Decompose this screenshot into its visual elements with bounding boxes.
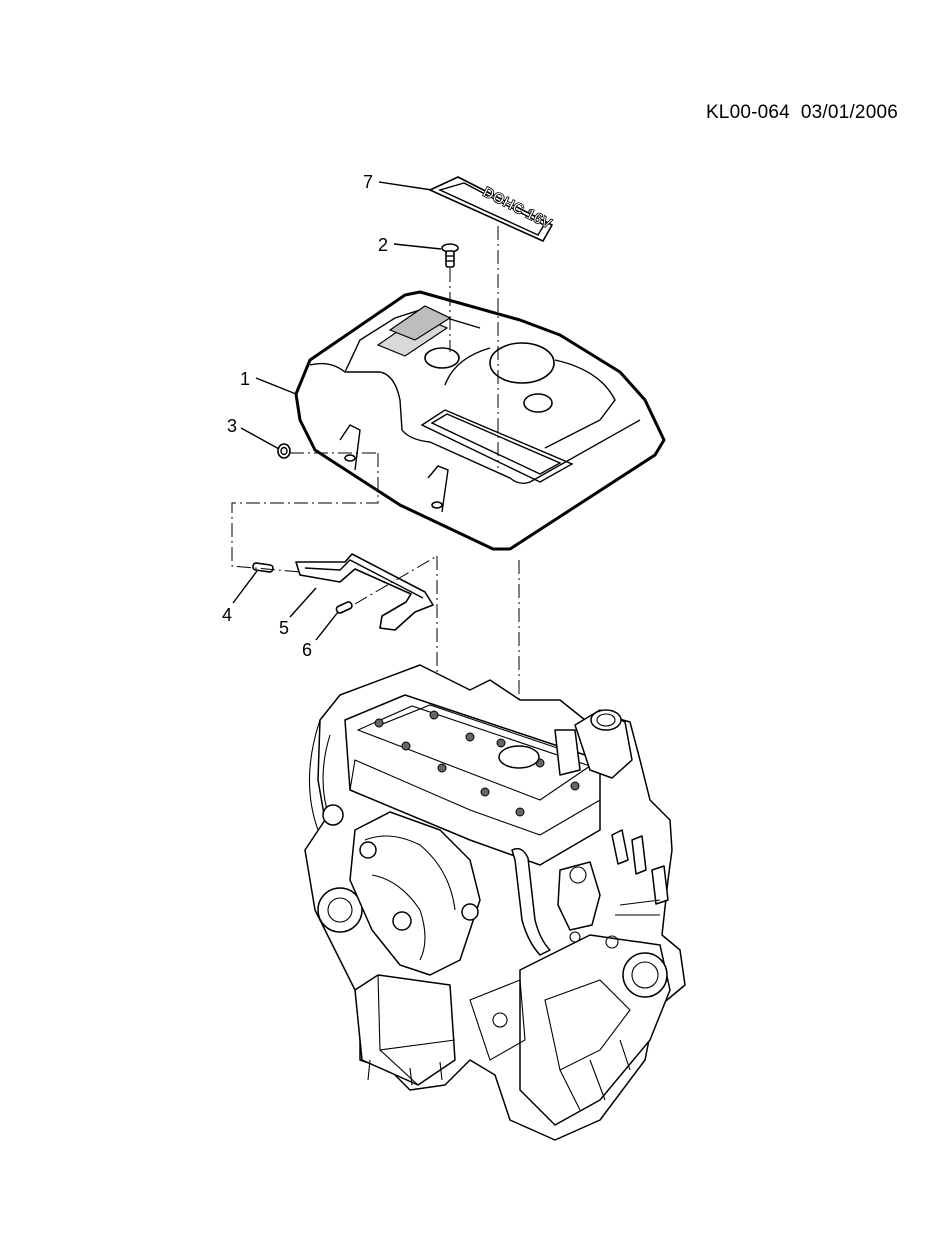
svg-text:4: 4 (222, 605, 232, 625)
callout-3: 3 (227, 416, 280, 450)
diagram-reference-date: KL00-064 03/01/2006 (705, 102, 898, 123)
svg-text:1: 1 (240, 369, 250, 389)
callout-4: 4 (222, 570, 258, 625)
callout-6: 6 (302, 611, 339, 660)
callout-7: 7 (363, 172, 433, 192)
part-5-bracket[interactable] (295, 553, 434, 631)
svg-text:6: 6 (302, 640, 312, 660)
engine-assembly (304, 664, 686, 1141)
svg-text:5: 5 (279, 618, 289, 638)
part-6-screw[interactable] (335, 601, 353, 614)
svg-text:3: 3 (227, 416, 237, 436)
callout-2: 2 (378, 235, 442, 255)
part-7-emblem-plate[interactable]: DOHC 16V (429, 176, 555, 242)
svg-text:2: 2 (378, 235, 388, 255)
valve-cover-bolts (374, 710, 580, 817)
callout-1: 1 (240, 369, 297, 395)
part-2-bolt[interactable] (441, 243, 459, 268)
part-3-grommet[interactable] (277, 443, 291, 459)
svg-text:7: 7 (363, 172, 373, 192)
part-1-engine-cover[interactable] (294, 290, 666, 551)
callout-5: 5 (279, 587, 317, 638)
part-4-stud[interactable] (252, 562, 274, 573)
